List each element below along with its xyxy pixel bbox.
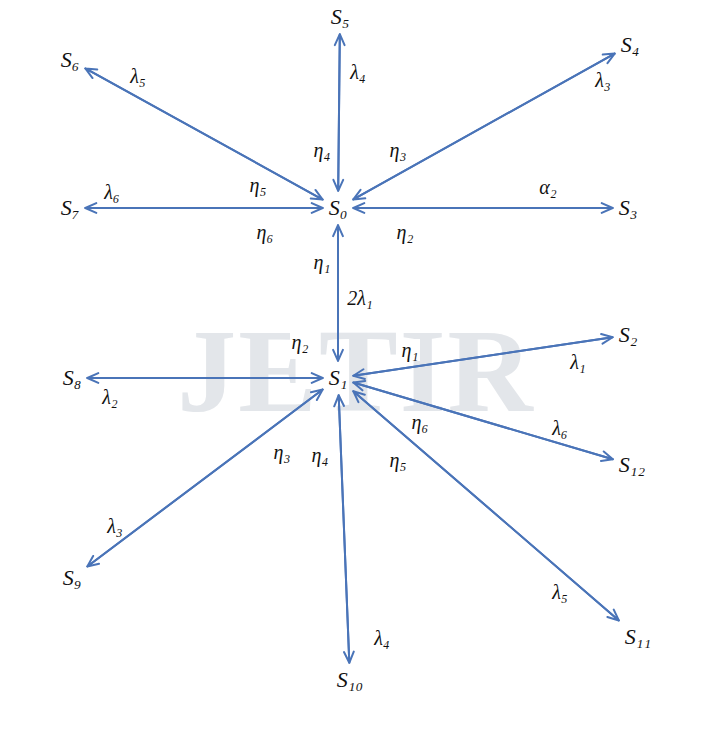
transition-arrow (87, 390, 322, 567)
state-node: S₂ (616, 321, 641, 349)
state-node: S₁₀ (334, 666, 366, 694)
rate-label: η₂ (395, 221, 416, 243)
rate-label: η₆ (410, 411, 431, 433)
state-node: S₄ (618, 31, 643, 59)
state-name: S₅ (331, 4, 350, 29)
state-node: S₀ (326, 194, 351, 222)
rate-label: η₅ (248, 174, 269, 196)
transition-arrow (334, 395, 349, 663)
transition-arrow (353, 391, 619, 620)
rate-label: λ₂ (100, 386, 120, 408)
rate-label: 2λ₁ (345, 287, 375, 309)
state-name: S₁₀ (337, 667, 363, 692)
state-node: S₃ (616, 194, 641, 222)
rate-label: η₄ (310, 444, 331, 466)
transition-arrow (353, 381, 613, 459)
transition-arrow (353, 203, 612, 213)
transition-arrow (353, 337, 612, 379)
rate-label: η₁ (400, 339, 421, 361)
state-name: S₁₂ (619, 452, 645, 477)
rate-label: λ₅ (550, 581, 570, 603)
transition-arrow (87, 390, 322, 567)
rate-label: α₂ (537, 176, 558, 198)
transition-arrow (85, 68, 322, 199)
rate-label: η₃ (388, 139, 409, 161)
transition-arrow (333, 225, 343, 361)
state-name: S₂ (619, 322, 638, 347)
rate-label: λ₃ (593, 69, 613, 91)
rate-label: λ₄ (348, 61, 368, 83)
transition-arrow (353, 203, 612, 213)
state-node: S₉ (60, 564, 85, 592)
rate-label: η₆ (255, 221, 276, 243)
state-name: S₁ (329, 365, 348, 390)
rate-label: λ₆ (550, 417, 570, 439)
state-name: S₄ (621, 32, 640, 57)
state-name: S₃ (619, 195, 638, 220)
transition-arrow (353, 391, 619, 620)
state-name: S₉ (63, 565, 82, 590)
rate-label: λ₁ (568, 351, 588, 373)
state-name: S₆ (61, 47, 80, 72)
state-node: S₅ (328, 3, 353, 31)
rate-label: λ₃ (105, 515, 125, 537)
state-name: S₁₁ (625, 624, 651, 649)
rate-label: λ₅ (128, 65, 148, 87)
transition-arrow (87, 373, 322, 383)
rate-label: λ₆ (102, 181, 122, 203)
rate-label: η₃ (272, 441, 293, 463)
transition-arrow (333, 225, 343, 361)
state-node: S₈ (60, 364, 85, 392)
state-node: S₁₁ (622, 623, 654, 651)
rate-label: η₁ (312, 251, 333, 273)
state-name: S₀ (329, 195, 348, 220)
rate-label: η₂ (290, 331, 311, 353)
rate-label: λ₄ (372, 627, 392, 649)
transition-arrow (333, 34, 343, 191)
transition-arrow (87, 373, 322, 383)
transition-arrow (353, 54, 614, 200)
rate-label: η₅ (388, 449, 409, 471)
rate-label: η₄ (312, 139, 333, 161)
transition-arrow (85, 203, 322, 213)
state-name: S₈ (63, 365, 82, 390)
transition-arrow (85, 203, 322, 213)
transition-arrow (85, 68, 322, 199)
transition-arrow (353, 54, 614, 200)
state-node: S₆ (58, 46, 83, 74)
state-node: S₇ (58, 194, 83, 222)
state-name: S₇ (61, 195, 80, 220)
state-node: S₁₂ (616, 451, 648, 479)
state-node: S₁ (326, 364, 351, 392)
